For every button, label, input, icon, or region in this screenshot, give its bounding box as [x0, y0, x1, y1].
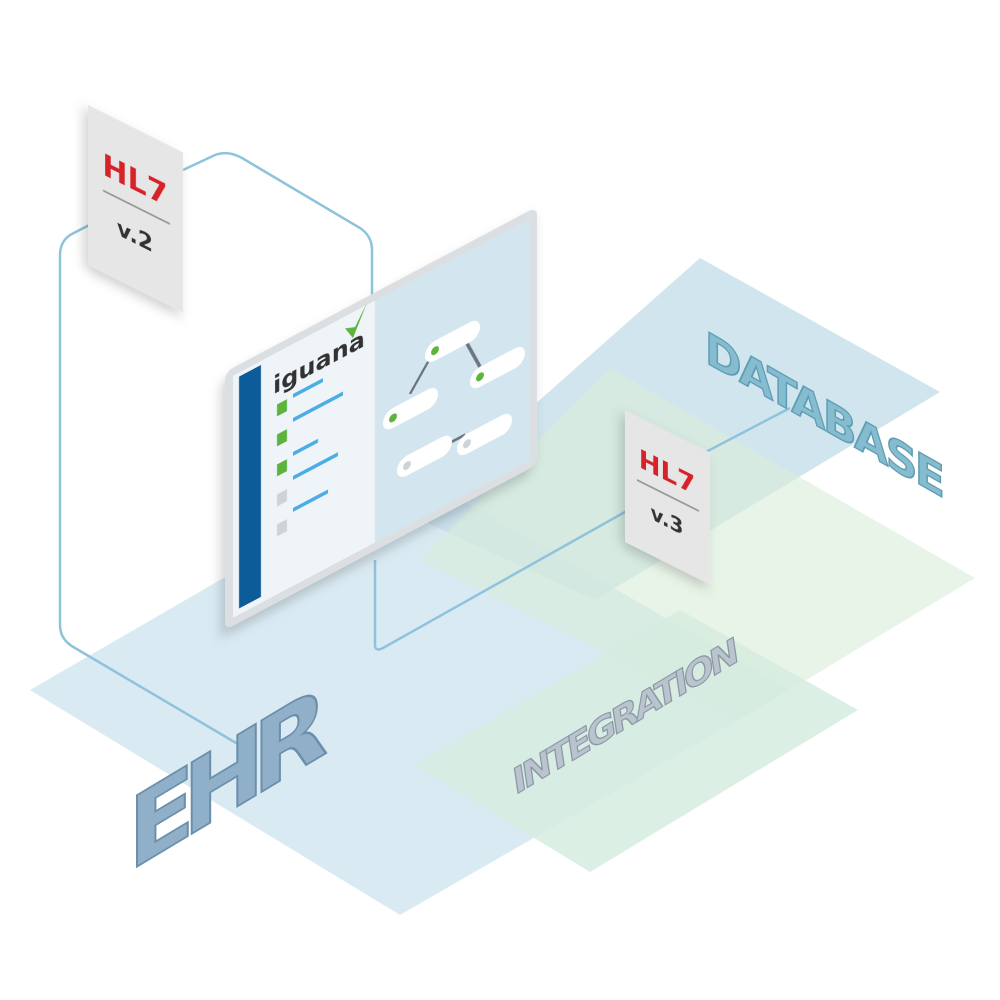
- divider: [103, 189, 170, 225]
- integration-plane: [415, 610, 858, 872]
- list-item[interactable]: [277, 438, 318, 477]
- hl7-v2-card: HL7 v.2: [88, 105, 183, 313]
- flow-node[interactable]: [383, 384, 438, 433]
- flow-node[interactable]: [470, 343, 525, 392]
- hl7-v3-card: HL7 v.3: [625, 410, 710, 585]
- iguana-monitor: iguana: [225, 209, 537, 627]
- channel-list: [277, 378, 343, 537]
- flow-node[interactable]: [457, 410, 512, 459]
- list-item[interactable]: [277, 391, 343, 447]
- flow-graph: [408, 338, 482, 445]
- list-item[interactable]: [277, 452, 338, 507]
- connector-lines: [58, 151, 791, 752]
- connector-ehr-hl7v2: [58, 203, 249, 752]
- connector-monitor-hl7v3: [373, 506, 633, 651]
- iguana-check-icon: [345, 302, 367, 339]
- list-item[interactable]: [277, 489, 328, 537]
- divider: [637, 479, 699, 512]
- connector-hl7v2-monitor: [182, 151, 374, 380]
- flow-nodes: [383, 317, 525, 481]
- flow-node[interactable]: [397, 432, 452, 481]
- screen-sidebar-bar: [239, 364, 261, 609]
- flow-node[interactable]: [425, 317, 480, 366]
- list-item[interactable]: [277, 378, 323, 417]
- connector-hl7v3-database: [699, 406, 791, 457]
